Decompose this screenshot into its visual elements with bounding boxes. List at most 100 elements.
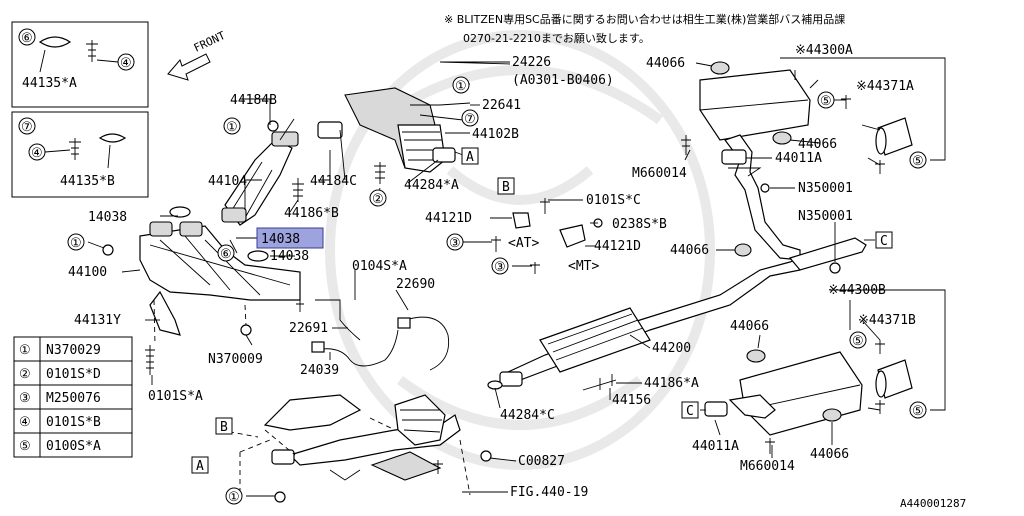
oxygen-sensor-group: [296, 300, 450, 371]
label-N350001-a: N350001: [798, 181, 853, 196]
callout-2: ②: [372, 192, 384, 207]
rear-muffler-a-group: [681, 61, 913, 261]
callouts: ① ① ① ① ② ③ ③ ⑥ ⑦ ⑤ ⑤ ⑤ ⑤ A A B B C C: [67, 76, 927, 505]
transmission-bracket-group: [491, 198, 603, 274]
label-44371A: ※44371A: [856, 79, 914, 94]
figure-code: A440001287: [900, 497, 966, 510]
callout-1-c: ①: [228, 490, 240, 505]
label-M660014-b: M660014: [740, 459, 795, 474]
label-N350001-b: N350001: [798, 209, 853, 224]
label-44156: 44156: [612, 393, 651, 408]
label-44066-b: 44066: [798, 137, 837, 152]
legend-num-1: ①: [19, 343, 31, 358]
callout-7: ⑦: [464, 112, 476, 127]
label-44066-a: 44066: [646, 56, 685, 71]
label-mt: <MT>: [568, 259, 599, 274]
label-14038-a: 14038: [88, 210, 127, 225]
label-0101SC: 0101S*C: [586, 193, 641, 208]
callout-box-A-bottom: A: [196, 459, 204, 474]
exhaust-manifold-group: [102, 221, 301, 375]
legend-num-2: ②: [19, 367, 31, 382]
label-44186A: 44186*A: [644, 376, 699, 391]
label-C00827: C00827: [518, 454, 565, 469]
legend-table: ① N370029 ② 0101S*D ③ M250076 ④ 0101S*B …: [13, 336, 133, 458]
legend-code-2: 0101S*D: [46, 367, 101, 382]
detail-7-number: ⑦: [21, 120, 33, 135]
legend-code-4: 0101S*B: [46, 415, 101, 430]
label-44284A: 44284*A: [404, 178, 459, 193]
label-44300B: ※44300B: [828, 283, 886, 298]
callout-3-a: ③: [449, 236, 461, 251]
label-44102B: 44102B: [472, 127, 519, 142]
callout-box-A-top: A: [466, 150, 474, 165]
highlighted-part-14038[interactable]: 14038: [256, 227, 324, 249]
front-label: FRONT: [192, 29, 228, 55]
legend-code-5: 0100S*A: [46, 439, 101, 454]
legend-code-3: M250076: [46, 391, 101, 406]
label-44121D-at: 44121D: [425, 211, 472, 226]
highlighted-part-label: 14038: [261, 232, 300, 247]
detail-7-screw-ref: ④: [31, 146, 43, 161]
notice-line-1: ※ BLITZEN専用SC品番に関するお問い合わせは相生工業(株)営業部バス補用…: [444, 12, 845, 26]
label-24226-range: (A0301-B0406): [512, 73, 614, 88]
label-44066-d: 44066: [730, 319, 769, 334]
callout-5-b: ⑤: [912, 154, 924, 169]
label-44131Y: 44131Y: [74, 313, 121, 328]
legend-num-3: ③: [19, 391, 31, 406]
legend-code-1: N370029: [46, 343, 101, 358]
label-44186B: 44186*B: [284, 206, 339, 221]
legend-num-5: ⑤: [19, 439, 31, 454]
label-44184C: 44184C: [310, 174, 357, 189]
label-N370009: N370009: [208, 352, 263, 367]
label-0101SA: 0101S*A: [148, 389, 203, 404]
detail-box-7: ⑦ ④ 44135*B: [11, 111, 149, 198]
label-44100: 44100: [68, 265, 107, 280]
label-44184B: 44184B: [230, 93, 277, 108]
callout-1-b: ①: [70, 236, 82, 251]
label-44284C: 44284*C: [500, 408, 555, 423]
callout-5-a: ⑤: [820, 94, 832, 109]
label-22691: 22691: [289, 321, 328, 336]
part-labels: 24226 (A0301-B0406) 22641 44102B 44184B …: [68, 43, 966, 510]
legend-num-4: ④: [19, 415, 31, 430]
front-pipe-group: [169, 120, 304, 262]
label-44371B: ※44371B: [858, 313, 916, 328]
callout-box-B-top: B: [502, 180, 510, 195]
label-24039: 24039: [300, 363, 339, 378]
label-44011A-bottom: 44011A: [692, 439, 739, 454]
part-44135B: 44135*B: [60, 174, 115, 189]
label-44066-c: 44066: [670, 243, 709, 258]
label-14038-c: 14038: [270, 249, 309, 264]
callout-5-d: ⑤: [912, 404, 924, 419]
notice-line-2: 0270-21-2210までお願い致します。: [463, 31, 650, 45]
label-24226: 24226: [512, 55, 551, 70]
callout-box-B-bottom: B: [220, 420, 228, 435]
label-22641: 22641: [482, 98, 521, 113]
label-22690: 22690: [396, 277, 435, 292]
callout-6: ⑥: [220, 247, 232, 262]
label-M660014-a: M660014: [632, 166, 687, 181]
callout-box-C-bottom: C: [686, 404, 694, 419]
front-arrow: FRONT: [167, 29, 228, 81]
callout-1-d: ①: [455, 79, 467, 94]
label-at: <AT>: [508, 236, 539, 251]
part-44135A: 44135*A: [22, 76, 77, 91]
label-0104SA: 0104S*A: [352, 259, 407, 274]
callout-box-C-top: C: [880, 234, 888, 249]
label-44011A-top: 44011A: [775, 151, 822, 166]
label-44200: 44200: [652, 341, 691, 356]
label-0238SB: 0238S*B: [612, 217, 667, 232]
detail-box-6: ⑥ ④ 44135*A: [11, 21, 149, 108]
label-44121D-mt: 44121D: [594, 239, 641, 254]
detail-6-number: ⑥: [21, 31, 33, 46]
label-fig-440-19: FIG.440-19: [510, 485, 588, 500]
detail-6-screw-ref: ④: [120, 56, 132, 71]
fig-440-19-group: [219, 394, 492, 503]
label-44066-e: 44066: [810, 447, 849, 462]
label-44104: 44104: [208, 174, 247, 189]
callout-3-b: ③: [494, 260, 506, 275]
callout-5-c: ⑤: [852, 334, 864, 349]
label-44300A: ※44300A: [795, 43, 853, 58]
